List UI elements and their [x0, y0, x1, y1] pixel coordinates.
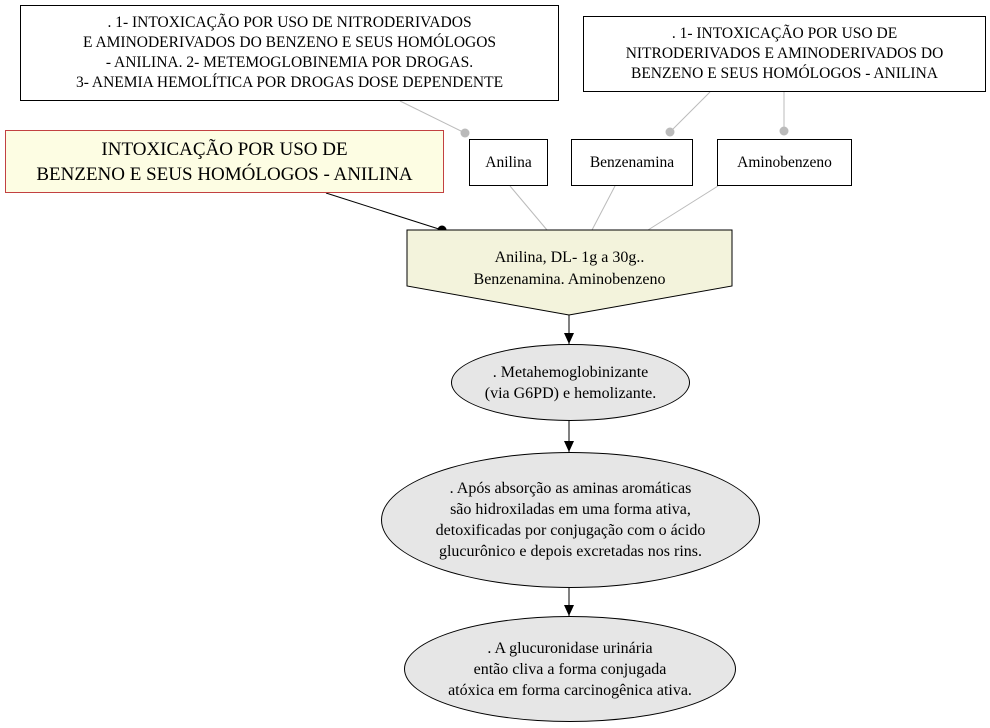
step-metahemoglobinizante: . Metahemoglobinizante (via G6PD) e hemo… [451, 344, 690, 421]
step-absorcao-hidroxilacao: . Após absorção as aminas aromáticas são… [381, 452, 760, 588]
arrowhead [564, 605, 574, 616]
center-node-label: Anilina, DL- 1g a 30g.. Benzenamina. Ami… [473, 249, 666, 288]
connector-anilina-center [509, 185, 548, 231]
synonym-anilina: Anilina [469, 139, 548, 186]
step-glucuronidase: . A glucuronidase urinária então cliva a… [404, 616, 736, 722]
connector-benzenamina-center [591, 185, 616, 231]
connector-aminobenzeno-center [647, 185, 719, 231]
connector-note-left-anilina [399, 100, 466, 134]
connector-note-right-benzenamina [669, 91, 711, 133]
center-node-shape [406, 229, 733, 316]
synonym-benzenamina: Benzenamina [571, 139, 693, 186]
connector-dot [665, 127, 675, 137]
synonym-aminobenzeno: Aminobenzeno [717, 139, 852, 186]
note-right: . 1- INTOXICAÇÃO POR USO DE NITRODERIVAD… [583, 16, 986, 92]
connector-dot [460, 128, 470, 138]
connector-dot [779, 126, 789, 136]
arrowhead [564, 441, 574, 452]
note-left: . 1- INTOXICAÇÃO POR USO DE NITRODERIVAD… [20, 5, 559, 101]
arrowhead [564, 333, 574, 344]
connector-title-center [325, 192, 443, 231]
main-title-box: INTOXICAÇÃO POR USO DE BENZENO E SEUS HO… [5, 130, 444, 193]
